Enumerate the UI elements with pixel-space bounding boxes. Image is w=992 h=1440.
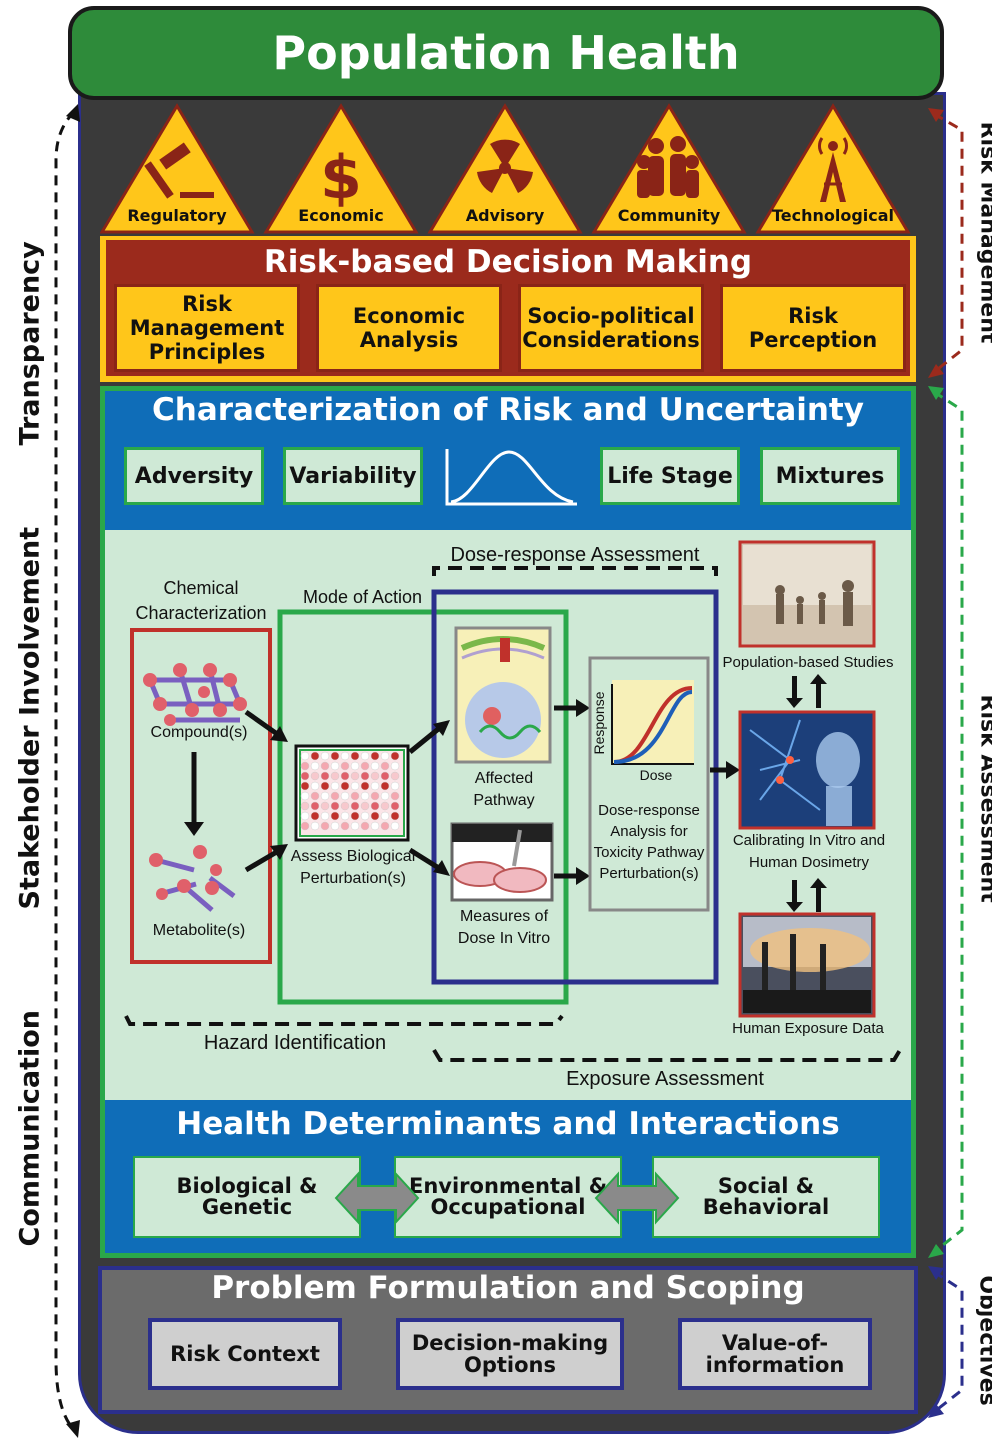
communication-label: Communication	[14, 1010, 46, 1247]
affected-pathway-label: Affected Pathway	[473, 770, 535, 809]
life-stage-box: Life Stage	[600, 447, 740, 505]
mixtures-box: Mixtures	[760, 447, 900, 505]
assessment-diagram	[124, 540, 902, 1062]
characterization-title: Characterization of Risk and Uncertainty	[152, 392, 864, 428]
decision-options-box: Decision-making Options	[396, 1318, 624, 1390]
side-arrows	[54, 104, 964, 1438]
updown-arrow-icon	[786, 674, 827, 912]
triangle-label-economic: Economic	[298, 206, 384, 225]
transparency-label: Transparency	[14, 241, 46, 446]
svg-text:$: $	[320, 143, 362, 213]
distribution-curve-icon	[443, 446, 583, 508]
exposure-data-label: Human Exposure Data	[732, 1020, 884, 1037]
dr-analysis-label: Dose-response Analysis for Toxicity Path…	[593, 802, 705, 882]
affected-pathway-icon	[454, 626, 552, 764]
radiation-icon	[427, 103, 583, 234]
social-box: Social & Behavioral	[652, 1156, 880, 1238]
mode-of-action-label: Mode of Action	[302, 587, 423, 607]
risk-context-box: Risk Context	[148, 1318, 342, 1390]
measures-label: Measures of Dose In Vitro	[457, 908, 551, 947]
problem-title: Problem Formulation and Scoping	[211, 1270, 805, 1306]
risk-management-label: Risk Management	[975, 121, 992, 344]
objectives-label: Objectives	[974, 1275, 992, 1406]
dose-axis-label: Dose	[639, 767, 673, 783]
exposure-photo	[738, 912, 876, 1018]
triangle-label-advisory: Advisory	[465, 206, 545, 225]
gavel-icon	[100, 103, 255, 234]
determinants-title: Health Determinants and Interactions	[176, 1106, 840, 1142]
dollar-icon: $	[263, 103, 419, 234]
variability-box: Variability	[283, 447, 423, 505]
dose-response-chart-icon	[611, 680, 694, 765]
metabolite-molecule-icon	[149, 845, 236, 912]
environmental-box: Environmental & Occupational	[394, 1156, 622, 1238]
risk-management-principles-box: Risk Management Principles	[114, 284, 300, 372]
chemical-label: Chemical Characterization	[135, 578, 267, 623]
biological-box: Biological & Genetic	[133, 1156, 361, 1238]
stakeholder-label: Stakeholder Involvement	[14, 526, 46, 910]
decision-making-title: Risk-based Decision Making	[263, 244, 753, 280]
socio-political-box: Socio-political Considerations	[518, 284, 704, 372]
triangle-label-technological: Technological	[771, 206, 895, 225]
triangle-label-community: Community	[617, 206, 721, 225]
triangle-label-regulatory: Regulatory	[127, 206, 227, 225]
page-title: Population Health	[68, 6, 944, 100]
dosimetry-photo	[738, 710, 876, 830]
people-icon	[591, 103, 747, 234]
economic-analysis-box: Economic Analysis	[316, 284, 502, 372]
calibrating-label: Calibrating In Vitro and Human Dosimetry	[732, 832, 886, 871]
exposure-assessment-label: Exposure Assessment	[566, 1068, 764, 1090]
petri-dish-icon	[450, 822, 554, 902]
metabolites-label: Metabolite(s)	[152, 922, 246, 939]
dose-response-label: Dose-response Assessment	[450, 544, 700, 566]
triangle-row: $	[100, 103, 911, 234]
risk-assessment-label: Risk Assessment	[975, 694, 992, 903]
compounds-label: Compound(s)	[150, 724, 248, 741]
assess-label: Assess Biological Perturbation(s)	[290, 848, 416, 887]
population-label: Population-based Studies	[722, 654, 894, 671]
risk-perception-box: Risk Perception	[720, 284, 906, 372]
compound-molecule-icon	[147, 669, 243, 723]
double-arrows	[334, 1171, 680, 1225]
value-of-information-box: Value-of-information	[678, 1318, 872, 1390]
population-photo	[738, 540, 876, 648]
hazard-label: Hazard Identification	[203, 1032, 387, 1054]
tower-icon	[755, 103, 911, 234]
adversity-box: Adversity	[124, 447, 264, 505]
